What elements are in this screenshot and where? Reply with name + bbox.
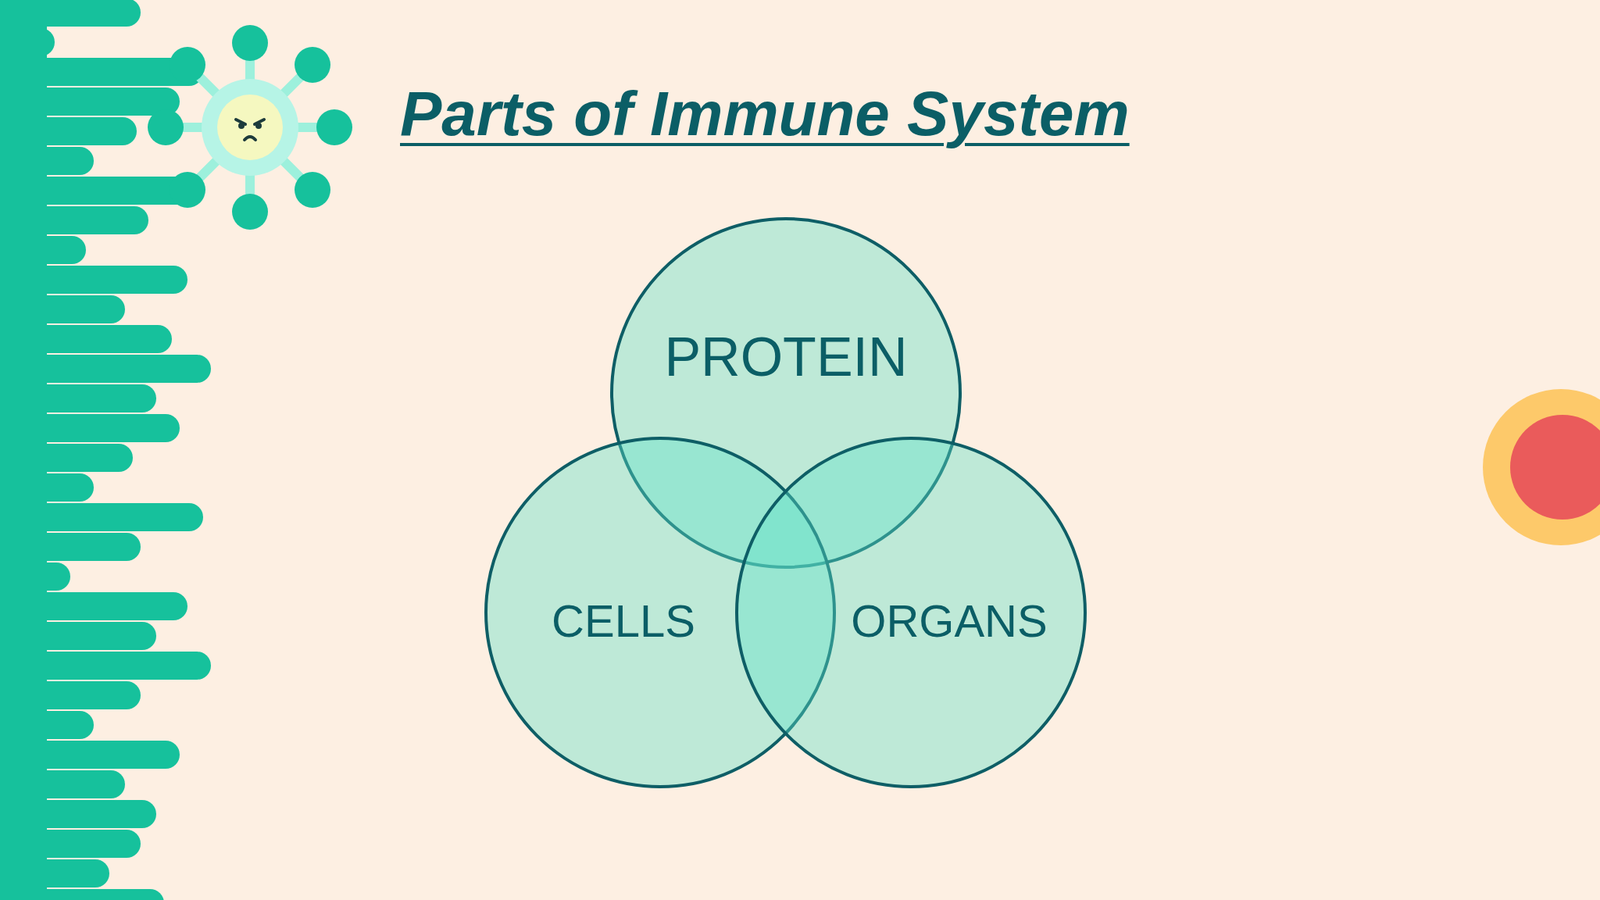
slide-title: Parts of Immune System [400, 78, 1130, 150]
virus-icon [147, 25, 353, 230]
corner-dot [1482, 389, 1600, 546]
circle-label: CELLS [551, 594, 696, 647]
circle-label: ORGANS [850, 594, 1047, 647]
circle-label: PROTEIN [664, 325, 908, 389]
venn-circle: ORGANS [735, 436, 1087, 789]
wavy-stripe [0, 0, 211, 900]
